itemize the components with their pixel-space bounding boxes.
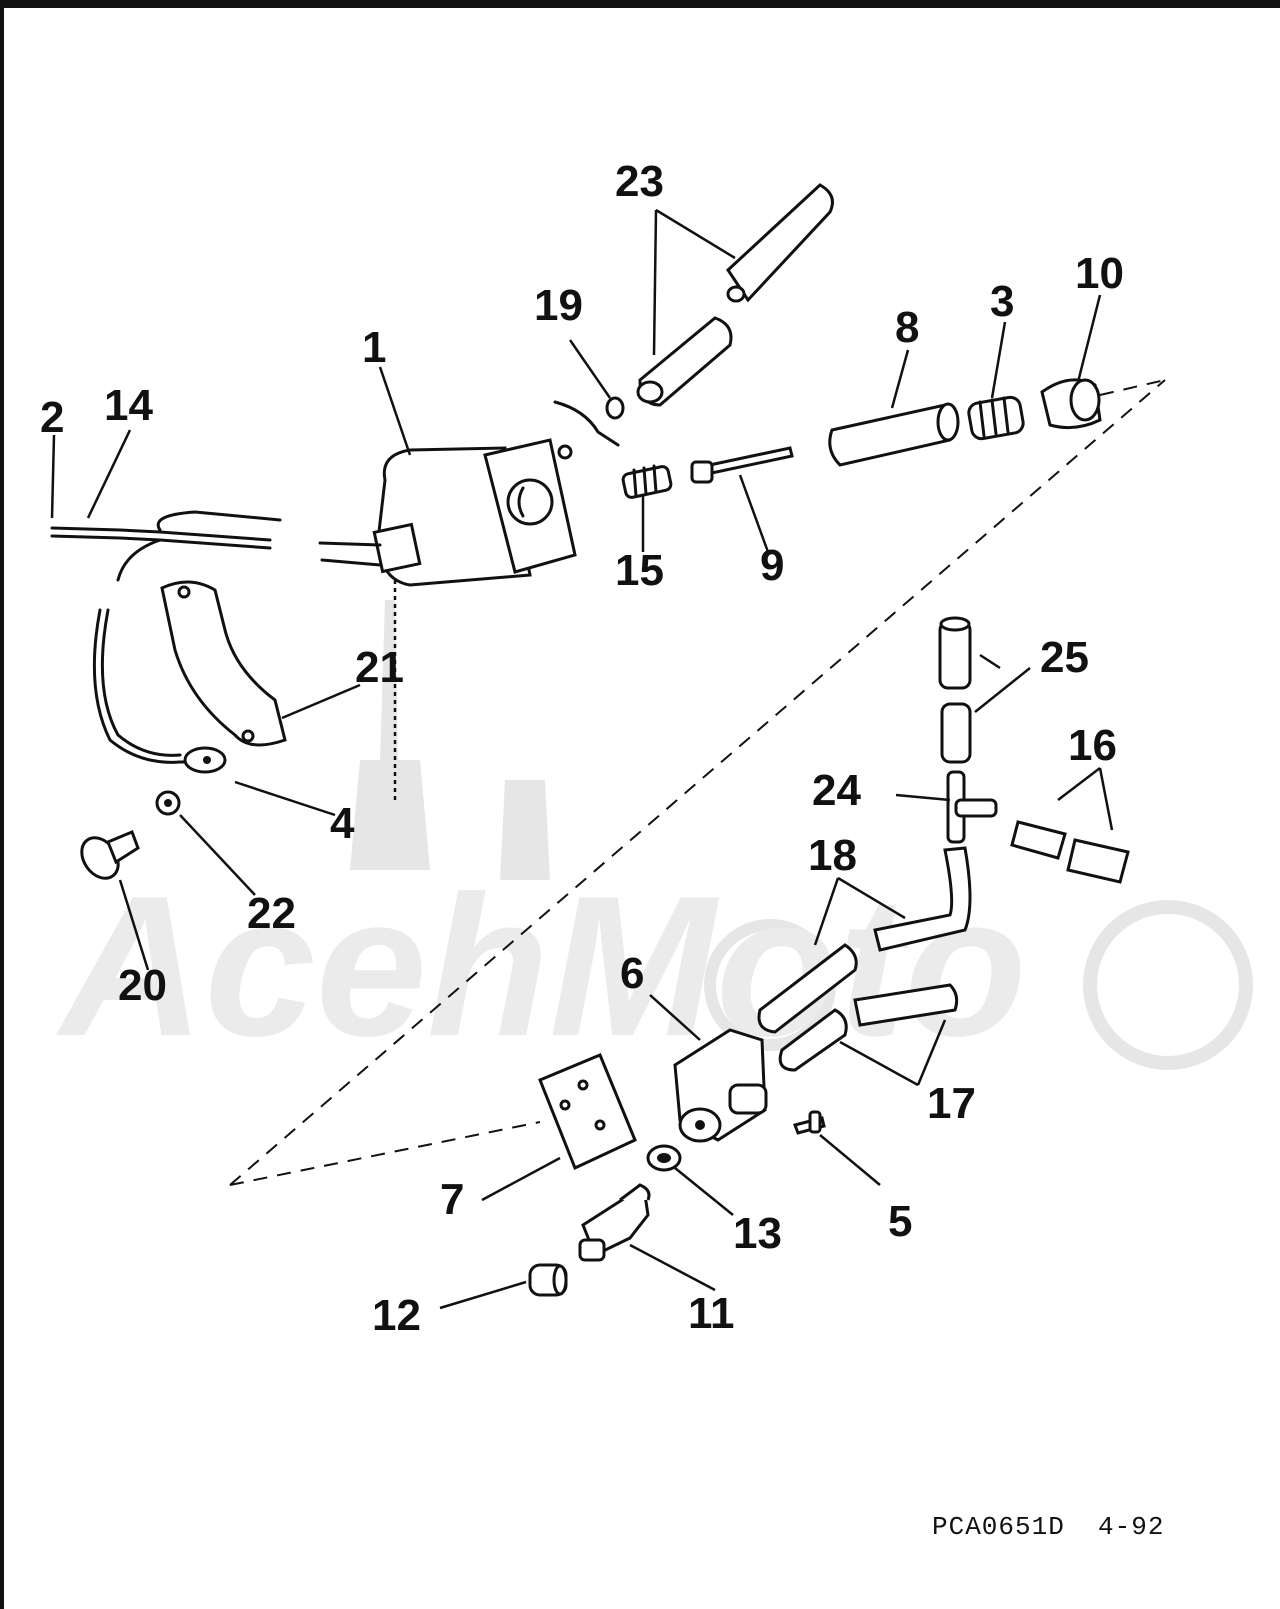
callout-5: 5 (888, 1197, 912, 1246)
reference-line-top (1099, 379, 1166, 396)
reference-line-long (229, 379, 1166, 1186)
part-17-hose-drawing (778, 983, 959, 1072)
callout-1: 1 (362, 323, 386, 372)
part-16-hose-pieces-drawing (1010, 820, 1130, 884)
part-4-ground-wire-drawing (92, 608, 227, 774)
drawing-code: PCA0651D (932, 1512, 1065, 1542)
callout-20: 20 (118, 961, 167, 1010)
callout-numbers: 1 2 3 4 5 6 7 8 9 10 11 12 13 14 15 16 1… (40, 157, 1124, 1340)
callout-19: 19 (534, 281, 583, 330)
leader-lines (50, 208, 1114, 1310)
callout-7: 7 (440, 1175, 464, 1224)
callout-22: 22 (247, 889, 296, 938)
callout-15: 15 (615, 546, 664, 595)
part-10-cap-drawing (1040, 378, 1102, 430)
left-border (0, 0, 4, 1609)
part-5-screw-drawing (793, 1110, 826, 1135)
part-21-clamp-drawing (160, 580, 287, 747)
callout-12: 12 (372, 1291, 421, 1340)
callout-13: 13 (733, 1209, 782, 1258)
part-19-small-hose-drawing (553, 400, 620, 447)
callout-2: 2 (40, 393, 64, 442)
callout-14: 14 (104, 381, 153, 430)
callout-3: 3 (990, 277, 1014, 326)
callout-9: 9 (760, 541, 784, 590)
part-19-hose-end-drawing (605, 396, 625, 420)
part-1-solenoid-drawing (318, 438, 577, 800)
part-13-washer-drawing (646, 1144, 682, 1172)
callout-10: 10 (1075, 249, 1124, 298)
top-border (0, 0, 1280, 8)
part-24-tee-fitting-drawing (946, 770, 998, 844)
callout-6: 6 (620, 949, 644, 998)
part-9-plunger-rod-drawing (690, 446, 794, 484)
part-3-spring-drawing (967, 395, 1025, 441)
part-20-screw-drawing (80, 830, 140, 880)
part-12-cap-drawing (528, 1263, 568, 1297)
callout-8: 8 (895, 303, 919, 352)
callout-16: 16 (1068, 721, 1117, 770)
part-22-star-washer-drawing (155, 790, 181, 816)
part-11-fitting-drawing (578, 1183, 651, 1262)
part-18-bent-hose-drawing (757, 846, 972, 1034)
drawing-code-footer: PCA0651D 4-92 (932, 1512, 1164, 1542)
callout-18: 18 (808, 831, 857, 880)
part-6-pump-body-drawing (673, 1028, 768, 1143)
watermark-text: AcehMoto (55, 855, 1027, 1078)
part-2-14-wire-lead-drawing (50, 510, 282, 582)
callout-25: 25 (1040, 633, 1089, 682)
watermark-logo-icon: AcehMoto (55, 600, 1253, 1078)
callout-24: 24 (812, 766, 861, 815)
callout-11: 11 (688, 1289, 735, 1338)
callout-23: 23 (615, 157, 664, 206)
part-25-hose-pieces-drawing (938, 616, 972, 764)
callout-4: 4 (330, 799, 355, 848)
part-23-hose-drawing (636, 183, 834, 407)
reference-line-short (229, 1121, 541, 1186)
part-7-gasket-drawing (538, 1053, 637, 1171)
part-15-spring-drawing (621, 464, 673, 499)
callout-21: 21 (355, 643, 404, 692)
part-8-sleeve-drawing (828, 402, 960, 467)
page-number: 4-92 (1098, 1512, 1165, 1542)
callout-17: 17 (927, 1079, 976, 1128)
